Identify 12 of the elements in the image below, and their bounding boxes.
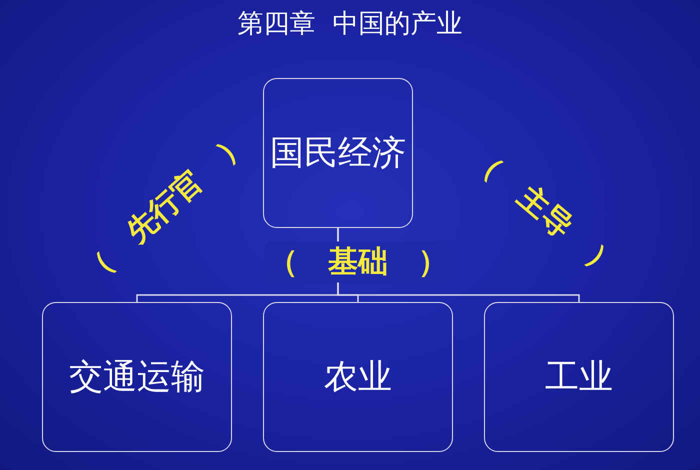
relation-label: （ 先行官 ） [74, 122, 256, 292]
node-box [263, 302, 453, 452]
edge-label: （ 基础 ） [266, 242, 450, 282]
node-label: 交通运输 [69, 356, 205, 399]
title: 第四章 中国的产业 [236, 8, 464, 41]
node-box [484, 302, 674, 452]
node-label: 国民经济 [270, 132, 406, 175]
node-label: 农业 [324, 356, 392, 399]
relation-label: （ 主导 ） [464, 140, 626, 286]
node-box [42, 302, 232, 452]
node-label: 工业 [545, 356, 613, 399]
node-box [263, 78, 413, 228]
